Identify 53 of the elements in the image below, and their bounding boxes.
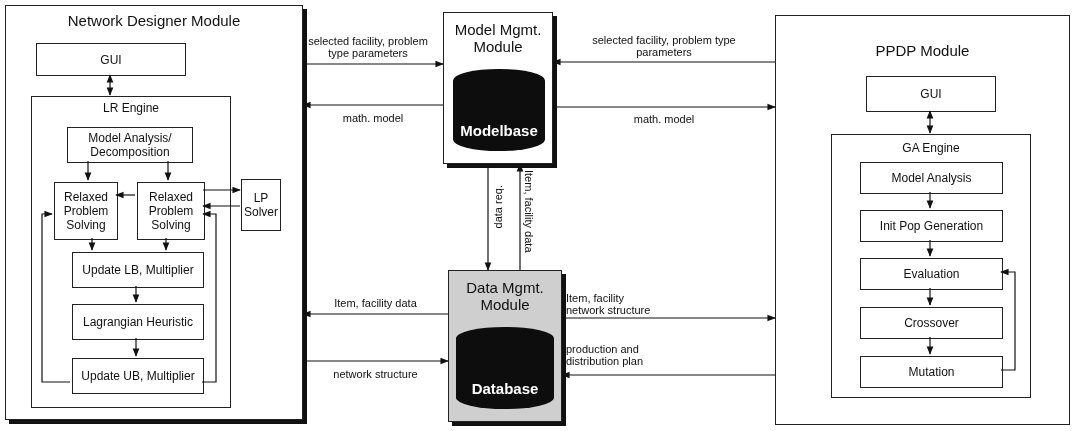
arrow <box>164 160 172 181</box>
edge-label: Item, facility data <box>333 297 418 309</box>
engine-title: LR Engine <box>102 101 159 115</box>
process-box: Init Pop Generation <box>860 210 1003 242</box>
engine-panel <box>31 96 231 408</box>
process-box: Model Analysis/ Decomposition <box>67 127 193 163</box>
edge-label: selected facility, problem type parameters <box>591 34 737 58</box>
process-box: GUI <box>866 76 996 112</box>
process-box: Update LB, Multiplier <box>72 252 204 288</box>
arrow <box>106 74 114 96</box>
process-box: GUI <box>36 43 186 76</box>
process-box: Update UB, Multiplier <box>72 358 204 394</box>
arrow <box>115 191 136 199</box>
edge-label: selected facility, problem type parameters <box>307 35 429 59</box>
arrow <box>41 210 71 383</box>
process-box: Mutation <box>860 356 1003 388</box>
arrow <box>926 191 934 209</box>
arrow <box>201 210 217 383</box>
process-box: Crossover <box>860 307 1003 339</box>
arrow <box>132 337 140 357</box>
process-box: Relaxed Problem Solving <box>137 182 205 240</box>
module-title: Data Mgmt. Module <box>465 279 545 313</box>
process-box: Relaxed Problem Solving <box>54 182 118 240</box>
process-box: Lagrangian Heuristic <box>72 304 204 340</box>
edge-label: network structure <box>332 368 419 380</box>
module-panel <box>775 15 1070 425</box>
edge-label: production and distribution plan <box>566 343 645 367</box>
process-box: LP Solver <box>241 179 281 231</box>
arrow <box>202 202 241 210</box>
engine-title: GA Engine <box>902 141 960 155</box>
edge-label: Item, facility network structure <box>566 292 652 316</box>
arrow <box>162 237 170 251</box>
edge-label: math. model <box>341 112 405 124</box>
arrow <box>926 336 934 355</box>
module-title: Network Designer Module <box>67 12 241 29</box>
edge-label: math. model <box>632 113 696 125</box>
edge-label: Item, facility data <box>523 170 535 253</box>
module-title: Model Mgmt. Module <box>453 21 543 55</box>
database-cylinder: Database <box>456 327 554 409</box>
database-cylinder: Modelbase <box>453 69 545 151</box>
arrow <box>926 110 934 134</box>
arrow <box>926 287 934 306</box>
process-box: Evaluation <box>860 258 1003 290</box>
arrow <box>88 237 96 251</box>
module-title: PPDP Module <box>875 42 970 59</box>
arrow <box>202 186 241 194</box>
edge-label: data req. <box>492 185 504 229</box>
arrow <box>84 160 92 181</box>
process-box: Model Analysis <box>860 162 1003 194</box>
engine-panel <box>831 134 1031 398</box>
arrow <box>132 285 140 303</box>
arrow <box>926 239 934 257</box>
arrow <box>1000 268 1016 371</box>
